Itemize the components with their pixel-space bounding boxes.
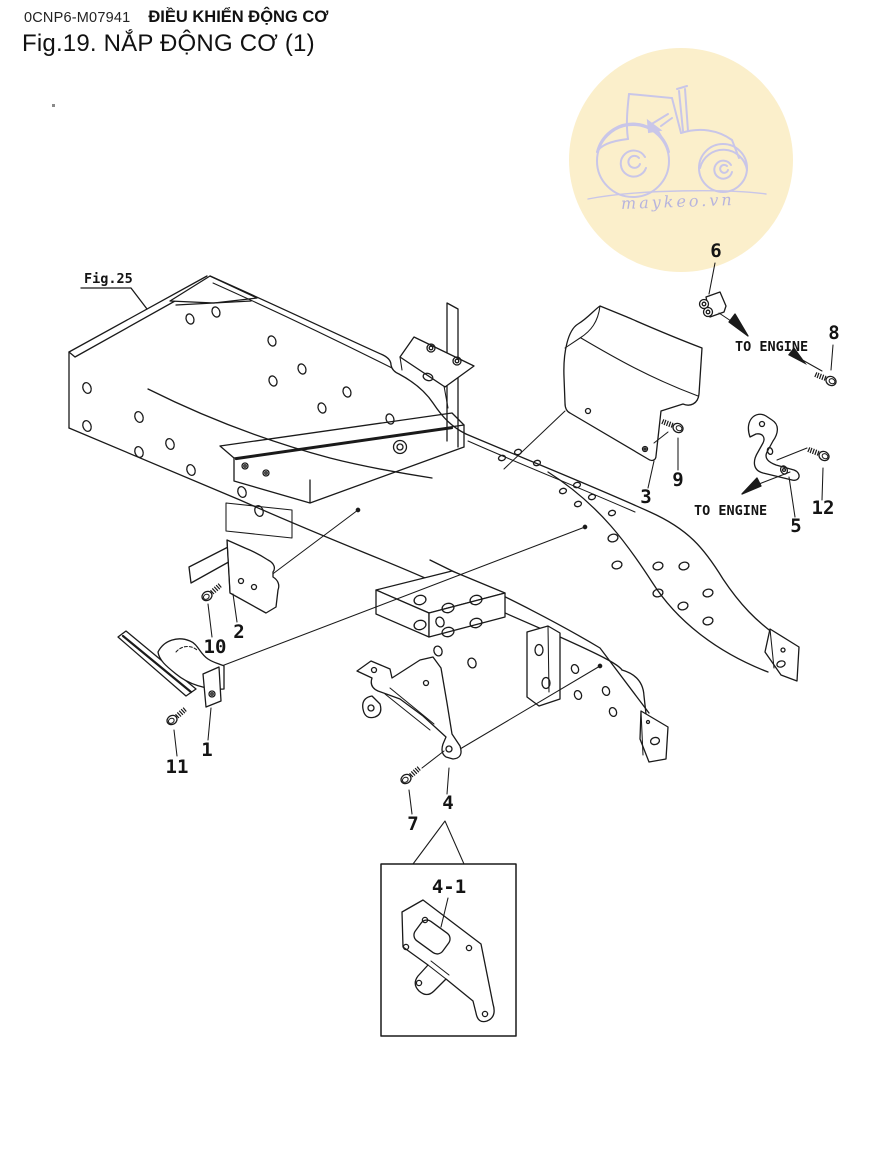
callout-7: 7 <box>407 813 418 835</box>
to-engine-arrow-3 <box>788 347 823 372</box>
fig25-leader <box>80 287 148 310</box>
bolt-12 <box>806 443 832 464</box>
to-engine-arrow-2 <box>741 477 762 495</box>
bolt-10 <box>199 582 225 604</box>
document-code: 0CNP6-M07941 <box>24 10 131 26</box>
to-engine-label-2: TO ENGINE <box>694 503 767 519</box>
part-3-cover <box>503 305 703 489</box>
bolt-7 <box>398 765 424 787</box>
bolt-8 <box>813 368 839 389</box>
callout-5: 5 <box>790 515 801 537</box>
labels: Fig.25 TO ENGINE TO ENGINE 1 2 3 4 5 6 7… <box>80 240 840 898</box>
part-2-bracket <box>188 539 280 638</box>
section-title: ĐIỀU KHIỂN ĐỘNG CƠ <box>148 8 329 26</box>
callout-8: 8 <box>828 322 839 344</box>
to-engine-arrow-1 <box>728 313 749 337</box>
page-speck <box>52 104 55 107</box>
part-4-1-plate <box>401 899 495 1023</box>
part-1-bracket <box>117 630 225 757</box>
part-5-bracket <box>741 413 824 518</box>
callout-4: 4 <box>442 792 453 814</box>
part-4-bracket <box>356 656 462 815</box>
header: 0CNP6-M07941 ĐIỀU KHIỂN ĐỘNG CƠ <box>24 8 328 27</box>
to-engine-label-1: TO ENGINE <box>735 339 808 355</box>
figure-title: Fig.19. NẮP ĐỘNG CƠ (1) <box>22 30 315 57</box>
inset-detail-box <box>380 820 517 1037</box>
watermark-badge: maykeo.vn <box>569 48 793 272</box>
bolt-11 <box>164 706 190 728</box>
callout-10: 10 <box>204 636 227 658</box>
frame-ref-label: Fig.25 <box>84 271 133 287</box>
callout-9: 9 <box>672 469 683 491</box>
callout-3: 3 <box>640 486 651 508</box>
watermark-site-text: maykeo.vn <box>621 190 735 213</box>
bolt-9 <box>660 415 686 436</box>
watermark-circle <box>569 48 793 272</box>
callout-2: 2 <box>233 621 244 643</box>
callout-4-1: 4-1 <box>432 876 466 898</box>
callout-6: 6 <box>710 240 721 262</box>
part-6-clamp <box>698 262 749 337</box>
callout-11: 11 <box>166 756 189 778</box>
tractor-icon <box>587 85 767 200</box>
callout-1: 1 <box>201 739 212 761</box>
callout-12: 12 <box>812 497 835 519</box>
frame-drawing <box>68 275 800 763</box>
